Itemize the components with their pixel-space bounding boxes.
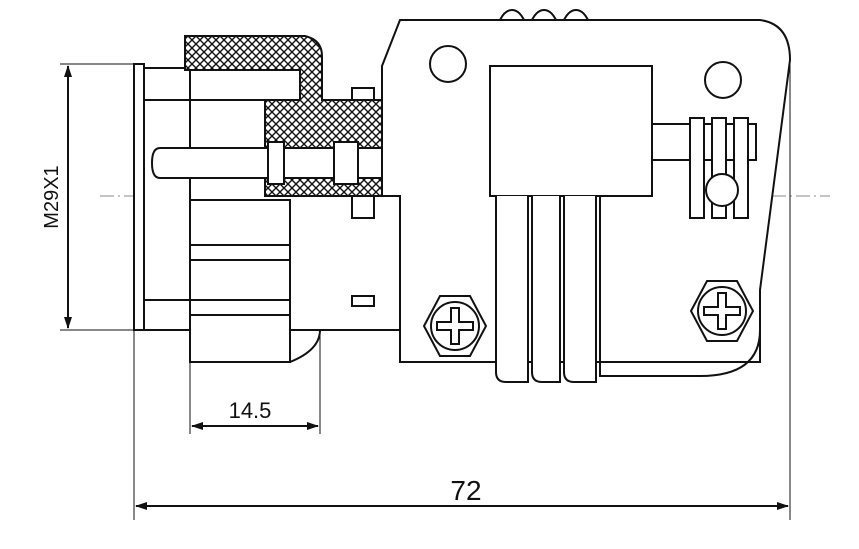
length-dimension: 14.5 bbox=[189, 330, 321, 434]
diameter-label: M29X1 bbox=[41, 165, 63, 228]
diameter-dimension: M29X1 bbox=[41, 63, 134, 331]
coupling-nut bbox=[133, 63, 191, 331]
cable-clamp-housing bbox=[381, 8, 792, 383]
overall-label: 72 bbox=[450, 475, 481, 506]
overall-dimension: 72 bbox=[133, 60, 791, 520]
screw-left bbox=[422, 295, 488, 357]
screw-right bbox=[689, 280, 755, 342]
length-label: 14.5 bbox=[229, 398, 272, 423]
